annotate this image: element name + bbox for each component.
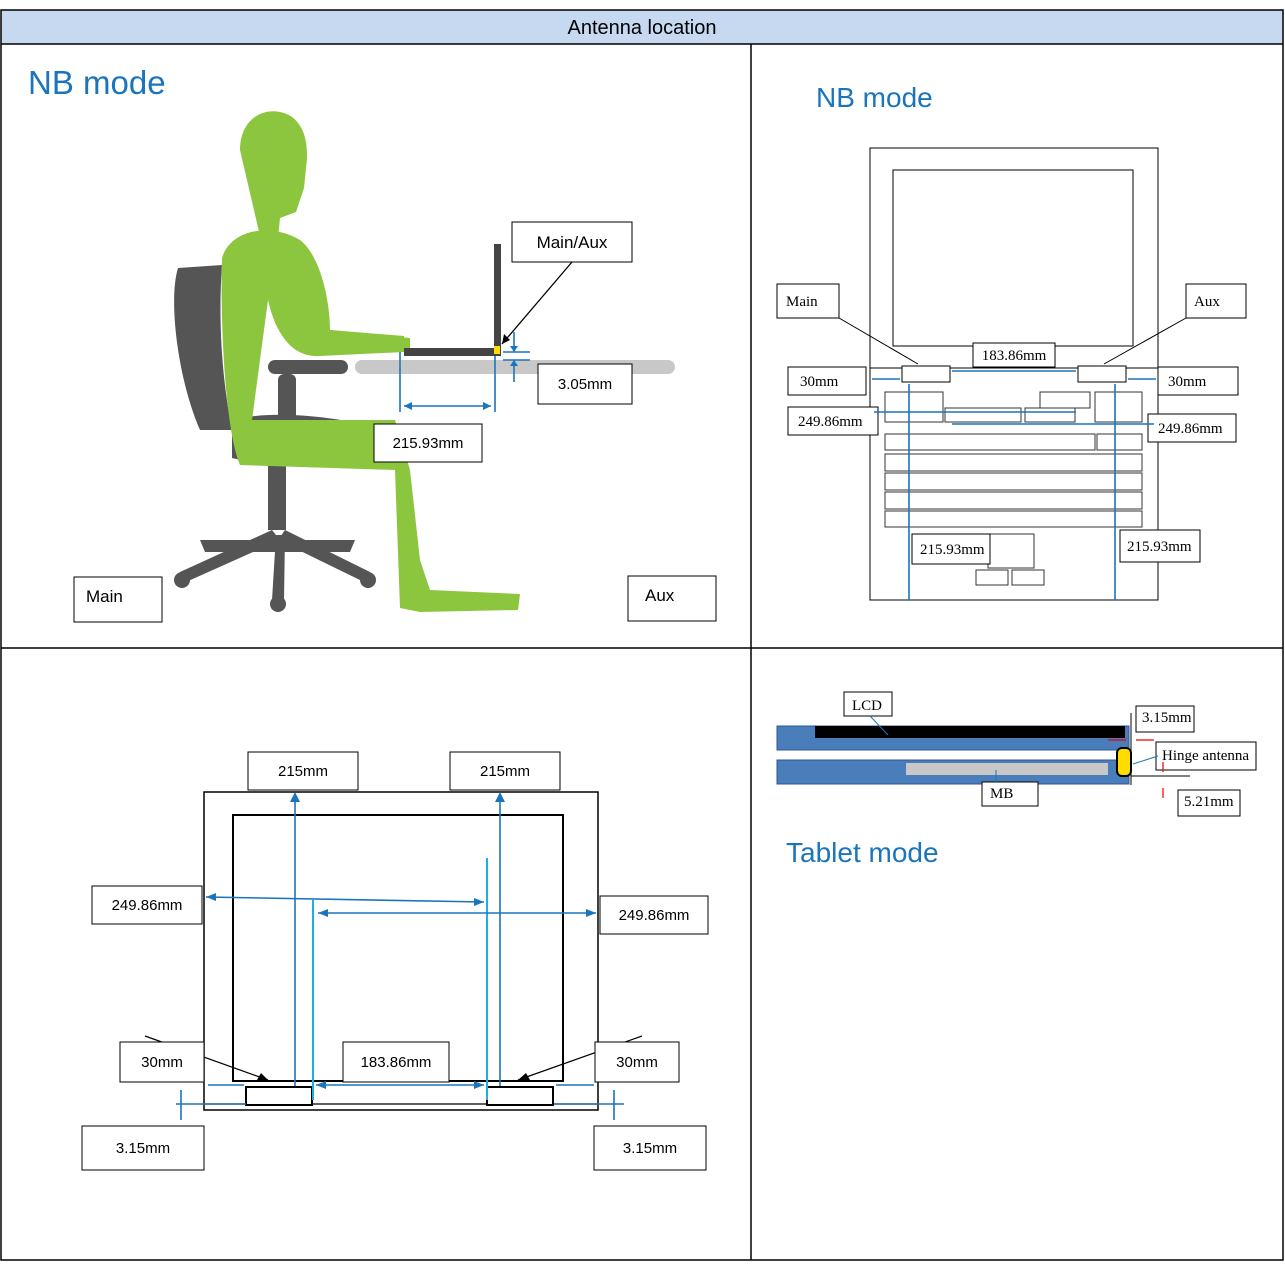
left-diag-label: 249.86mm [112,897,183,914]
main-aux-label: Main/Aux [537,233,608,252]
panel-nb-person: NB mode Main/A [28,64,675,612]
right-bottom-box [1119,529,1201,563]
left-edge-label: 30mm [141,1054,183,1071]
left-diag-dimension [205,896,485,903]
table-title: Antenna location [567,17,716,39]
leader-line [1132,755,1159,765]
main-antenna [901,365,951,383]
right-edge-box [594,1041,680,1083]
main-label: Main [86,587,123,606]
left-edge-label: 30mm [800,374,839,390]
laptop-icon [404,244,501,356]
right-top-label: 215mm [480,763,530,780]
main-antenna [245,1086,313,1106]
seated-person-icon [221,111,520,612]
main-label: Main [786,294,818,310]
distance-dimension [399,352,496,412]
arrowhead [518,1073,530,1080]
center-label-box [972,342,1056,368]
right-edge-label: 30mm [1168,374,1207,390]
center-label: 183.86mm [361,1054,432,1071]
right-diag-label: 249.86mm [1158,421,1223,437]
top-gap-label: 3.15mm [1142,710,1192,726]
hinge-label-box [1155,741,1257,771]
right-edge-label: 30mm [616,1054,658,1071]
aux-antenna [486,1086,554,1106]
mb-label-box [981,781,1039,807]
left-edge-box [787,366,867,396]
mb-label: MB [990,786,1013,802]
aux-label-box [1185,283,1247,319]
right-top-box [449,751,561,791]
leader-line [869,715,889,736]
left-bottom-box [911,533,991,565]
arrowhead [257,1073,268,1080]
right-diag-label: 249.86mm [619,907,690,924]
table-border [0,9,1284,1261]
left-bottom-label: 215.93mm [920,542,985,558]
hinge-label: Hinge antenna [1162,748,1249,764]
side-gap-label: 5.21mm [1184,794,1234,810]
right-diag-box [599,895,709,935]
panel-nb-laptop: NB mode Main Aux 183.86 [776,82,1247,601]
gap-label-box [537,363,633,405]
leader-line [838,317,919,365]
side-gap-box [1177,789,1241,817]
tablet-screen [232,814,564,1082]
aux-antenna [1077,365,1127,383]
right-gap-box [593,1125,707,1171]
panel-title: NB mode [816,82,933,113]
panel-tablet-front: 215mm 215mm 249.86mm 249.86mm Main Aux [73,575,717,1171]
panel-title: Tablet mode [786,837,939,868]
left-diag-label: 249.86mm [798,414,863,430]
header-cell [1,10,1283,44]
left-edge-box [119,1041,205,1083]
top-gap-box [1135,705,1195,733]
leader-line [1103,317,1187,365]
keyboard [884,391,1143,586]
distance-label-box [373,423,483,463]
left-diag-box [787,406,879,436]
gap-label: 3.05mm [558,376,612,393]
center-label-box [342,1041,450,1083]
left-top-box [247,751,359,791]
main-aux-label-box [511,221,633,263]
lcd-label: LCD [852,698,882,714]
aux-label: Aux [645,586,675,605]
panel-tablet-side: Tablet mode LCD MB Hinge antenna 3.15mm … [776,691,1257,868]
left-top-label: 215mm [278,763,328,780]
distance-label: 215.93mm [393,435,464,452]
center-label: 183.86mm [982,348,1047,364]
panel-title: NB mode [28,64,166,101]
aux-label-box [627,575,717,622]
aux-label: Aux [1194,294,1220,310]
left-gap-box [81,1125,205,1171]
arrowhead [502,334,510,344]
right-edge-box [1157,366,1239,396]
lcd-label-box [843,691,893,717]
gap-dimension [503,332,530,382]
right-bottom-label: 215.93mm [1127,539,1192,555]
laptop-screen [892,169,1134,347]
right-gap-label: 3.15mm [623,1140,677,1157]
left-gap-label: 3.15mm [116,1140,170,1157]
left-diag-box [91,885,203,925]
right-diag-box [1147,413,1237,443]
mb-layer [906,763,1108,775]
main-label-box [73,576,163,623]
hinge-antenna-icon [1116,747,1132,777]
lcd-layer [815,726,1125,738]
main-label-box [776,283,840,319]
leader-line [501,261,573,345]
